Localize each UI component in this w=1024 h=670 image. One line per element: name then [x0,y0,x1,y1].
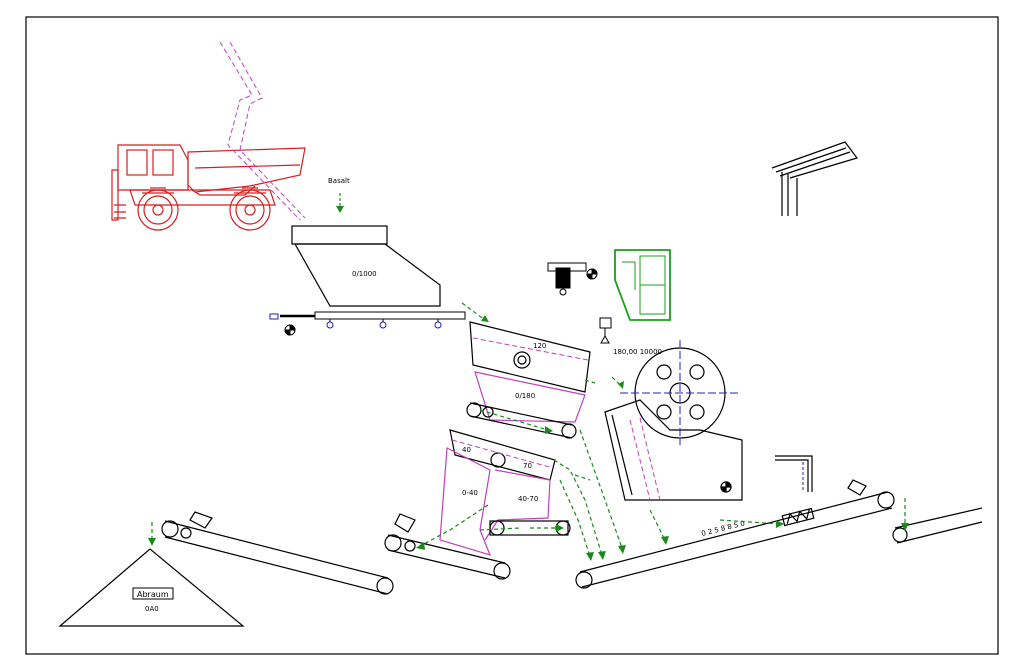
crusher-size-label: 180,00 10000 [613,348,662,356]
crusher-axis [620,340,740,445]
flow-arrowheads [148,315,909,561]
conveyor-waste [161,511,394,595]
screen-deck-line [472,337,589,361]
split-bins [439,447,551,556]
conveyor-right [892,507,983,544]
screen2-deck-line [451,439,554,469]
feed-arrow [336,193,344,213]
bin-left-label: 0-40 [462,489,478,497]
material-flow [151,302,906,557]
pile-name-label: Abraum [137,590,169,599]
chute-bracket [775,455,813,492]
screen2-right-label: 70 [523,462,532,470]
jaw-crusher [604,347,743,501]
shed-roof [771,141,858,216]
conveyor-main [575,479,895,589]
dump-truck [111,144,306,231]
primary-screen [469,321,591,393]
screen-hopper [474,371,586,423]
sensor-symbol [599,317,612,344]
material-label: Basalt [328,177,350,185]
drawing-frame [25,16,999,655]
dump-trajectory [219,41,306,221]
conveyor-screen-out [466,402,577,439]
screen2-left-label: 40 [462,446,471,454]
vibrating-feeder [269,311,466,336]
bunker-size-label: 0/1000 [352,270,377,278]
screen-bottom-label: 0/180 [515,392,535,400]
motor-housing [614,249,671,321]
pile-size-label: 0A0 [145,605,159,613]
crusher-chute [629,417,661,501]
conveyor-mid [489,520,571,536]
bin-right-label: 40-70 [518,495,538,503]
waste-pile [58,548,245,627]
motor-unit [547,262,598,296]
secondary-screen [449,429,556,481]
feed-bunker [291,225,441,307]
screen-top-label: 120 [533,342,546,350]
conveyor-fines [384,513,511,580]
